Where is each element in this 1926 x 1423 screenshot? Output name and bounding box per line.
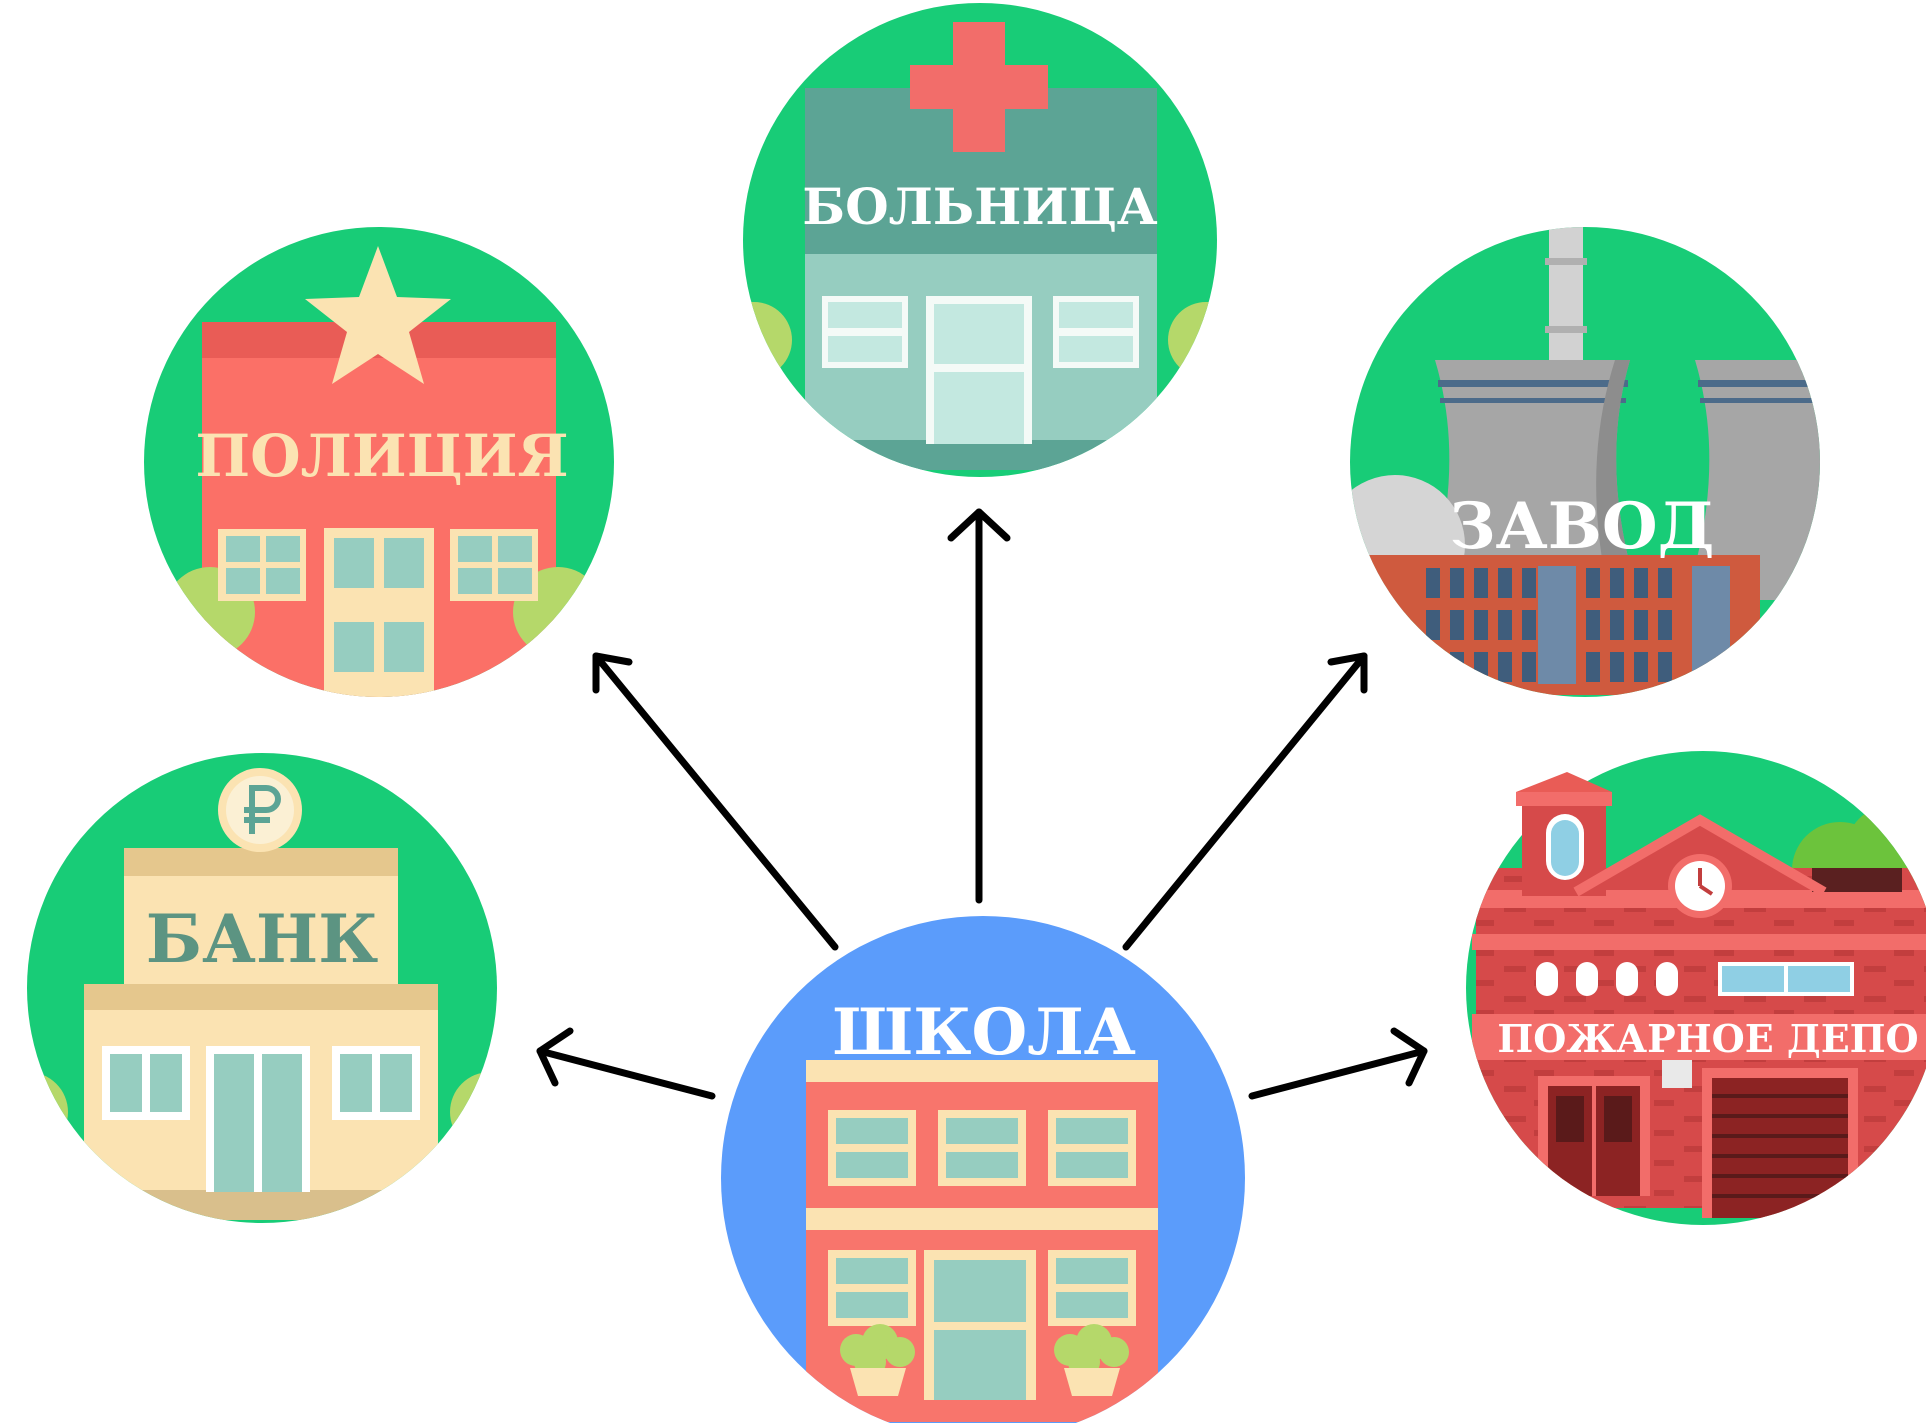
arrow-to-hospital [947, 508, 1011, 904]
bush-right [450, 1072, 497, 1152]
ruble-icon [218, 768, 302, 852]
arrow-to-bank [536, 1027, 716, 1100]
intercom [1662, 1060, 1692, 1088]
hospital-window-left [822, 296, 908, 368]
bank-label: БАНК [146, 900, 379, 978]
cooling-tower-left [1425, 360, 1640, 600]
fire-station-label: ПОЖАРНОЕ ДЕПО [1497, 1016, 1918, 1061]
clock-icon [1668, 854, 1732, 918]
police-label: ПОЛИЦИЯ [195, 422, 568, 490]
bank-door [206, 1046, 310, 1192]
school-upper-windows [828, 1110, 1136, 1186]
police-node: ПОЛИЦИЯ [144, 227, 614, 697]
hospital-label: БОЛЬНИЦА [802, 177, 1158, 236]
factory-chimney [1545, 227, 1587, 364]
police-window-left [218, 529, 306, 601]
bush-right [1168, 302, 1217, 378]
flower-pot-right [1054, 1324, 1129, 1396]
hospital-door [926, 296, 1032, 444]
hospital-window-right [1053, 296, 1139, 368]
arrows [536, 508, 1428, 1100]
bank-node: БАНК [27, 753, 497, 1223]
factory-label: ЗАВОД [1449, 489, 1714, 564]
school-node: ШКОЛА [721, 916, 1245, 1423]
bush-left [743, 302, 792, 378]
garage-door [1702, 1068, 1858, 1218]
bell-tower [1516, 772, 1612, 896]
bank-window-left [102, 1046, 190, 1120]
bank-upper-cornice [124, 848, 398, 876]
fire-station-sign-band [1472, 1014, 1926, 1060]
bank-upper-floor [124, 876, 398, 986]
bank-window-right [332, 1046, 420, 1120]
arched-windows [1536, 962, 1854, 996]
fire-station-door [1538, 1076, 1650, 1196]
cooling-tower-right [1685, 360, 1820, 600]
fire-station-node: ПОЖАРНОЕ ДЕПО [1466, 751, 1926, 1225]
red-cross-icon [910, 22, 1048, 152]
police-door [324, 528, 434, 697]
arrow-to-factory [1122, 652, 1368, 951]
flower-pot-left [840, 1324, 915, 1396]
bank-lower-cornice [84, 984, 438, 1010]
hospital-node: БОЛЬНИЦА [743, 3, 1217, 477]
school-label: ШКОЛА [832, 995, 1136, 1070]
star-icon [305, 246, 451, 384]
police-window-right [450, 529, 538, 601]
arrow-to-fire-station [1248, 1027, 1428, 1100]
school-floor-divider [806, 1208, 1158, 1230]
school-door [924, 1250, 1036, 1400]
school-lower-windows [828, 1250, 1136, 1326]
school-roof [806, 1060, 1158, 1082]
factory-node: ЗАВОД [1350, 227, 1820, 697]
arrow-to-police [592, 652, 839, 951]
